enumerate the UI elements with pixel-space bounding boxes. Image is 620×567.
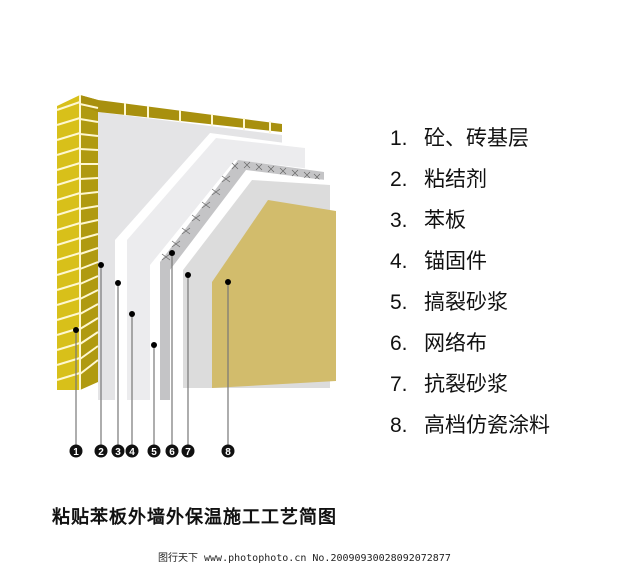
legend-item-4: 4.锚固件 [390, 249, 487, 273]
wall-layers-diagram: 1 2 3 4 5 6 7 8 [56, 95, 336, 458]
legend-item-6: 6.网络布 [390, 331, 487, 355]
legend-item-8: 8.高档仿瓷涂料 [390, 413, 550, 437]
legend-item-1: 1.砼、砖基层 [390, 126, 529, 150]
legend: 1.砼、砖基层 2.粘结剂 3.苯板 4.锚固件 5.搞裂砂浆 6.网络布 7.… [390, 124, 550, 452]
legend-item-7: 7.抗裂砂浆 [390, 372, 508, 396]
svg-text:4: 4 [129, 447, 135, 458]
svg-text:7: 7 [185, 447, 191, 458]
watermark: 图行天下 www.photophoto.cn No.20090930028092… [158, 553, 451, 564]
leader-lines [75, 253, 229, 445]
mesh-pattern [161, 161, 321, 261]
svg-text:3: 3 [115, 447, 121, 458]
legend-item-3: 3.苯板 [390, 208, 466, 232]
number-markers: 1 2 3 4 5 6 7 8 [69, 444, 235, 458]
legend-item-2: 2.粘结剂 [390, 167, 487, 191]
svg-text:6: 6 [169, 447, 175, 458]
diagram-caption: 粘贴苯板外墙外保温施工工艺简图 [52, 507, 337, 528]
brick-wall [56, 95, 282, 390]
svg-text:2: 2 [98, 447, 104, 458]
legend-item-5: 5.搞裂砂浆 [390, 290, 508, 314]
svg-text:5: 5 [151, 447, 157, 458]
svg-text:8: 8 [225, 447, 231, 458]
layer-mesh [160, 160, 324, 400]
leader-dots [73, 250, 231, 348]
layer-finish [212, 200, 336, 388]
svg-text:1: 1 [73, 447, 79, 458]
